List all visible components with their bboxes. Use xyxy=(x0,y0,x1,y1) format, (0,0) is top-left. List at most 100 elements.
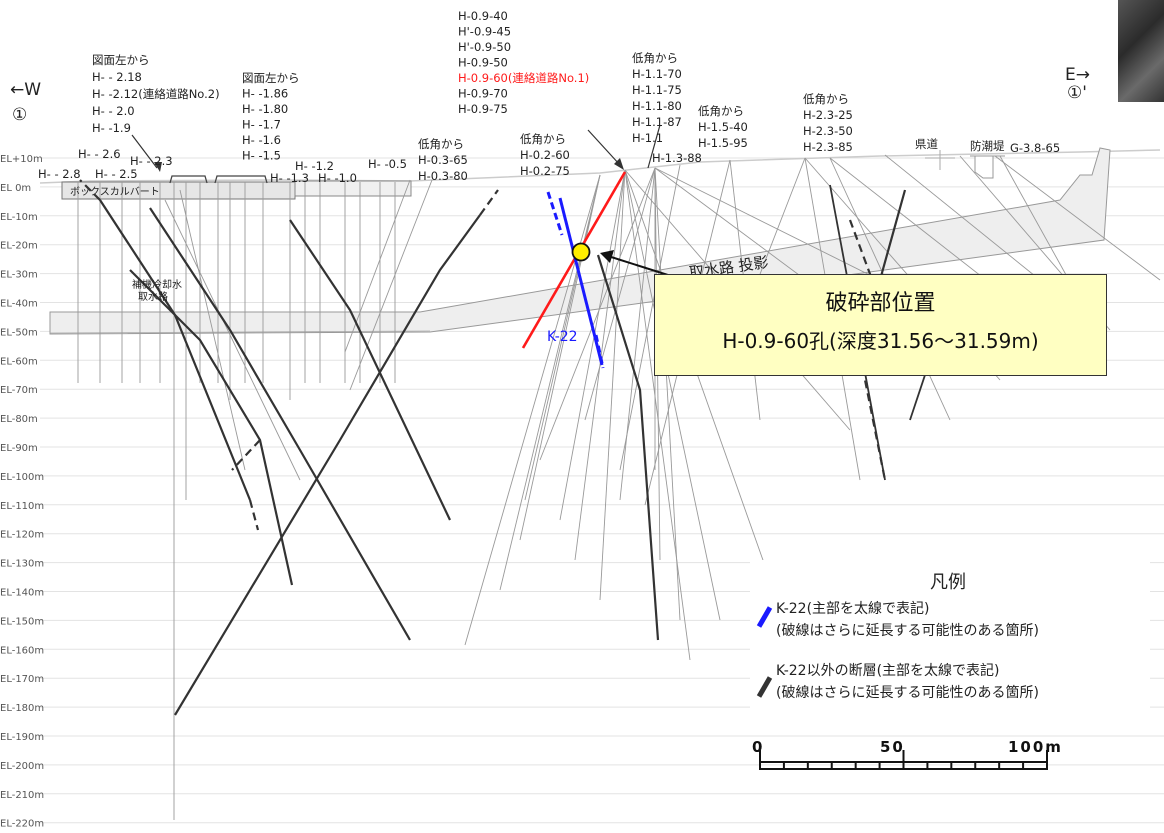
intake-channel-centerline xyxy=(49,330,431,334)
group-7-header: 低角から xyxy=(418,137,464,151)
east-direction: E→ xyxy=(1065,65,1090,85)
road-label: 県道 xyxy=(915,137,938,151)
bracket-right xyxy=(214,175,268,184)
group-3-item: H-0.9-70 xyxy=(458,87,508,101)
elevation-label: EL-60m xyxy=(0,356,38,367)
elevation-label: EL-180m xyxy=(0,703,44,714)
callout-detail: H-0.9-60孔(深度31.56～31.59m) xyxy=(722,329,1039,353)
group-4-item: H-1.1-80 xyxy=(632,99,682,113)
fault-line-5 xyxy=(174,214,481,716)
elevation-label: EL-120m xyxy=(0,530,44,541)
group-8-item: H-0.2-75 xyxy=(520,164,570,178)
fault-line-3 xyxy=(129,269,294,586)
group-7-item: H-0.3-80 xyxy=(418,169,468,183)
group-3-item: H-0.9-40 xyxy=(458,9,508,23)
fault-dash-1 xyxy=(79,179,101,201)
legend-k22-line1: K-22(主部を太線で表記) xyxy=(776,601,930,617)
callout-title: 破砕部位置 xyxy=(825,291,936,316)
elevation-label: EL-220m xyxy=(0,819,44,829)
scale-label-100: 100m xyxy=(1008,738,1063,756)
legend-k22-line2: (破線はさらに延長する可能性のある箇所) xyxy=(776,623,1039,639)
ground-surface xyxy=(39,149,1161,184)
elevation-label: EL-50m xyxy=(0,327,38,338)
scale-bar-ticks xyxy=(759,750,1048,769)
cooling-water-label-1: 補機冷却水 xyxy=(132,278,182,291)
other-fault-lines xyxy=(99,189,907,716)
west-marker: ① xyxy=(12,105,27,125)
group-6-item: H-2.3-85 xyxy=(803,140,853,154)
box-culvert-extension xyxy=(294,180,412,197)
group-2-item: H- -1.86 xyxy=(242,87,288,101)
intake-channel-band xyxy=(49,147,1111,335)
group-6-item: H-2.3-25 xyxy=(803,108,853,122)
scale-label-0: 0 xyxy=(752,738,765,756)
group-3-item: H-0.9-50 xyxy=(458,56,508,70)
fault-dash-4 xyxy=(479,189,499,216)
legend-other-line1: K-22以外の断層(主部を太線で表記) xyxy=(776,663,1000,679)
cooling-water-label-2: 取水路 xyxy=(138,290,168,303)
elevation-label: EL-160m xyxy=(0,645,44,656)
surface-label: H- -1.3 xyxy=(270,171,309,185)
group-4-item: H-1.1-70 xyxy=(632,67,682,81)
surface-label: H- - 2.5 xyxy=(95,167,138,181)
leader-g3 xyxy=(587,129,621,166)
surface-label: G-3.8-65 xyxy=(1010,141,1060,155)
group-4-header: 低角から xyxy=(632,51,678,65)
fault-dash-3 xyxy=(231,439,261,471)
elevation-label: EL-100m xyxy=(0,472,44,483)
fracture-callout-box: 破砕部位置 H-0.9-60孔(深度31.56～31.59m) xyxy=(654,274,1107,376)
elevation-label: EL-70m xyxy=(0,385,38,396)
scale-label-50: 50 xyxy=(880,738,905,756)
elevation-label: EL-80m xyxy=(0,414,38,425)
elevation-label: EL-140m xyxy=(0,588,44,599)
surface-label: H- -1.2 xyxy=(295,159,334,173)
elevation-label: EL-110m xyxy=(0,501,44,512)
fault-line-2 xyxy=(149,207,411,641)
bracket-left xyxy=(169,175,208,184)
surface-label: H- -1.0 xyxy=(318,171,357,185)
group-5-header: 低角から xyxy=(698,104,744,118)
east-marker: ①' xyxy=(1067,83,1087,103)
leader-g1-arrowhead xyxy=(154,162,162,172)
scale-bar xyxy=(759,750,1048,770)
elevation-label: EL-30m xyxy=(0,270,38,281)
elevation-label: EL-40m xyxy=(0,299,38,310)
group-1-item: H- -2.12(連絡道路No.2) xyxy=(92,87,220,101)
red-borehole-h09-60 xyxy=(521,171,627,349)
group-6-item: H-2.3-50 xyxy=(803,124,853,138)
group-5-item: H-1.5-95 xyxy=(698,136,748,150)
group-3-red-item: H-0.9-60(連絡道路No.1) xyxy=(458,71,589,85)
legend-k22-swatch xyxy=(756,606,773,628)
leader-lines xyxy=(131,124,661,169)
group-4-item: H-1.1 xyxy=(632,131,663,145)
corner-photo xyxy=(1118,0,1164,102)
west-direction: ←W xyxy=(10,80,41,100)
group-6-header: 低角から xyxy=(803,92,849,106)
leader-g3-arrowhead xyxy=(614,158,624,170)
seawall-structure xyxy=(974,155,994,179)
group-1-header: 図面左から xyxy=(92,53,150,67)
surface-label: H- - 2.6 xyxy=(78,147,121,161)
legend-other-line2: (破線はさらに延長する可能性のある箇所) xyxy=(776,685,1039,701)
group-4-item: H-1.1-87 xyxy=(632,115,682,129)
group-7-item: H-0.3-65 xyxy=(418,153,468,167)
elevation-label: EL+10m xyxy=(0,154,43,165)
k22-fault-dashed-top xyxy=(546,191,564,236)
k22-label: K-22 xyxy=(547,329,578,345)
group-1-item: H- - 2.18 xyxy=(92,70,142,84)
group-3-item: H'-0.9-45 xyxy=(458,25,511,39)
elevation-label: EL-190m xyxy=(0,732,44,743)
elevation-label: EL-20m xyxy=(0,241,38,252)
legend-other-swatch xyxy=(756,676,773,698)
box-culvert-label: ボックスカルバート xyxy=(70,186,160,198)
fault-dash-2 xyxy=(248,499,260,531)
elevation-label: EL-210m xyxy=(0,790,44,801)
group-3-item: H'-0.9-50 xyxy=(458,40,511,54)
fault-line-4 xyxy=(289,219,451,521)
elevation-label: EL-90m xyxy=(0,443,38,454)
group-5-item: H-1.5-40 xyxy=(698,120,748,134)
